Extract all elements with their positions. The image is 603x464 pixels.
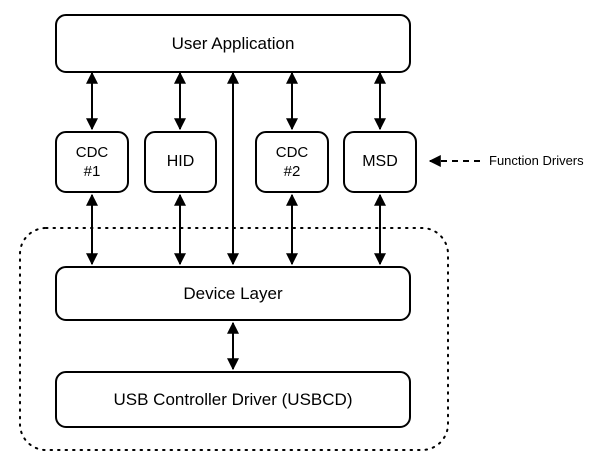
usb-controller-driver-box: USB Controller Driver (USBCD) [55,371,411,428]
cdc2-box: CDC #2 [255,131,329,193]
device-layer-label: Device Layer [183,283,283,303]
hid-label: HID [166,153,195,170]
usb-controller-driver-label: USB Controller Driver (USBCD) [113,389,353,409]
function-drivers-label: Function Drivers [489,153,584,168]
device-layer-box: Device Layer [55,266,411,321]
cdc2-label-line2: #2 [283,163,301,180]
cdc1-label-line1: CDC [75,144,109,161]
cdc1-label-line2: #1 [83,163,101,180]
msd-label: MSD [362,153,398,170]
cdc2-label-line1: CDC [275,144,309,161]
msd-box: MSD [343,131,417,193]
hid-box: HID [144,131,217,193]
user-application-box: User Application [55,14,411,73]
user-application-label: User Application [171,33,295,53]
cdc1-box: CDC #1 [55,131,129,193]
